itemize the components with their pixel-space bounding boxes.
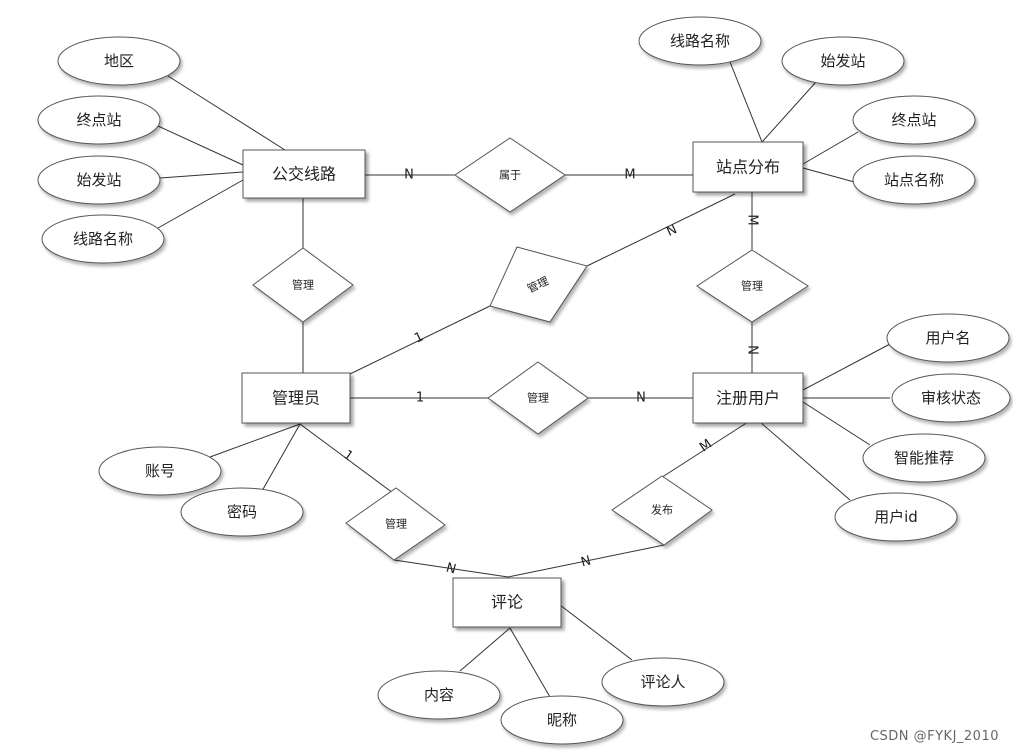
top-edge [0,0,1013,3]
edge-admin-account [209,423,301,458]
edge-station-stationname [802,167,859,184]
edge-line-name [157,179,244,229]
svg-text:发布: 发布 [651,503,673,517]
relationship-publish: 发布 [611,475,713,546]
svg-text:智能推荐: 智能推荐 [894,449,954,467]
attribute-ellipse: 评论人 [601,657,725,707]
svg-text:内容: 内容 [424,686,454,704]
cardinality-label: N [404,168,414,183]
edge-line-terminal [157,125,244,166]
entity-station: 站点分布 [692,141,804,193]
attribute-ellipse: 审核状态 [891,373,1011,423]
cardinality-label: 1 [340,447,355,464]
svg-text:用户名: 用户名 [925,329,970,347]
svg-text:管理: 管理 [527,391,549,405]
edge-comment-content [459,627,511,672]
cardinality-label: N [636,391,646,406]
svg-text:评论: 评论 [491,593,523,612]
svg-text:用户id: 用户id [874,508,918,526]
svg-text:公交线路: 公交线路 [272,165,336,184]
attribute-ellipse: 昵称 [500,695,624,745]
attribute-ellipse: 站点名称 [852,155,976,205]
attribute-ellipse: 用户id [834,492,958,542]
edge-admin-manage2 [349,305,491,375]
relationship-manage-station-admin: 管理 [489,246,588,323]
svg-text:账号: 账号 [145,462,175,480]
attribute-ellipse: 内容 [377,670,501,720]
connector-lines [157,61,891,698]
attribute-ellipse: 智能推荐 [862,433,986,483]
attribute-ellipse: 始发站 [37,155,161,205]
entity-admin: 管理员 [241,372,351,424]
svg-text:管理: 管理 [741,279,763,293]
relationship-manage-user: 管理 [487,361,589,435]
cardinality-label: N [745,345,760,355]
relationship-manage-comment: 管理 [345,487,446,561]
watermark: CSDN @FYKJ_2010 [869,729,999,744]
svg-text:昵称: 昵称 [547,711,577,729]
edge-admin-password [261,423,301,492]
entity-bus-line: 公交线路 [242,149,366,199]
attribute-ellipse: 终点站 [37,95,161,145]
edge-publish-comment [507,544,665,578]
svg-text:评论人: 评论人 [640,673,685,691]
edge-line-region [167,75,286,151]
relationship-manage-station-user: 管理 [696,249,809,323]
edge-station-linename [729,61,763,143]
edge-comment-nickname [509,627,551,698]
edge-station-terminal [802,131,859,165]
entity-comment: 评论 [452,577,562,628]
edge-line-origin [159,171,244,179]
svg-text:管理: 管理 [292,278,314,292]
attribute-ellipse: 账号 [98,446,222,496]
svg-text:始发站: 始发站 [76,171,121,189]
edge-user-recommend [802,401,871,446]
edge-comment-commenter [559,604,633,661]
svg-text:审核状态: 审核状态 [921,389,981,407]
svg-text:站点分布: 站点分布 [716,158,780,177]
attribute-ellipse: 线路名称 [41,214,165,264]
svg-text:属于: 属于 [499,169,521,182]
cardinality-label: 1 [416,391,424,406]
cardinality-label: M [624,168,635,183]
svg-text:终点站: 终点站 [891,111,936,129]
attribute-ellipse: 地区 [57,36,181,86]
relationship-manage-line: 管理 [252,247,354,323]
cardinality-label: M [745,214,760,225]
svg-text:线路名称: 线路名称 [670,32,730,50]
svg-text:注册用户: 注册用户 [716,389,780,408]
svg-text:终点站: 终点站 [76,111,121,129]
edge-user-username [802,343,891,391]
svg-text:密码: 密码 [227,503,257,521]
attribute-ellipse: 密码 [180,487,304,537]
attribute-ellipse: 用户名 [886,313,1010,363]
cardinality-label: N [444,560,457,577]
svg-text:管理: 管理 [385,517,407,531]
cardinality-label: N [579,553,592,570]
svg-text:始发站: 始发站 [820,52,865,70]
edge-manage5-comment [393,559,509,578]
svg-text:站点名称: 站点名称 [884,171,944,189]
svg-text:管理员: 管理员 [272,389,320,408]
svg-text:线路名称: 线路名称 [73,230,133,248]
edge-manage2-station [586,193,736,267]
cardinality-label: N [664,222,679,240]
svg-text:地区: 地区 [104,52,134,70]
attribute-ellipse: 始发站 [781,36,905,86]
attribute-ellipse: 线路名称 [638,16,762,66]
edge-user-userid [759,421,851,501]
attribute-ellipse: 终点站 [852,95,976,145]
relationship-belongs: 属于 [454,137,566,213]
entity-user: 注册用户 [692,372,804,424]
edge-station-origin [761,81,817,143]
